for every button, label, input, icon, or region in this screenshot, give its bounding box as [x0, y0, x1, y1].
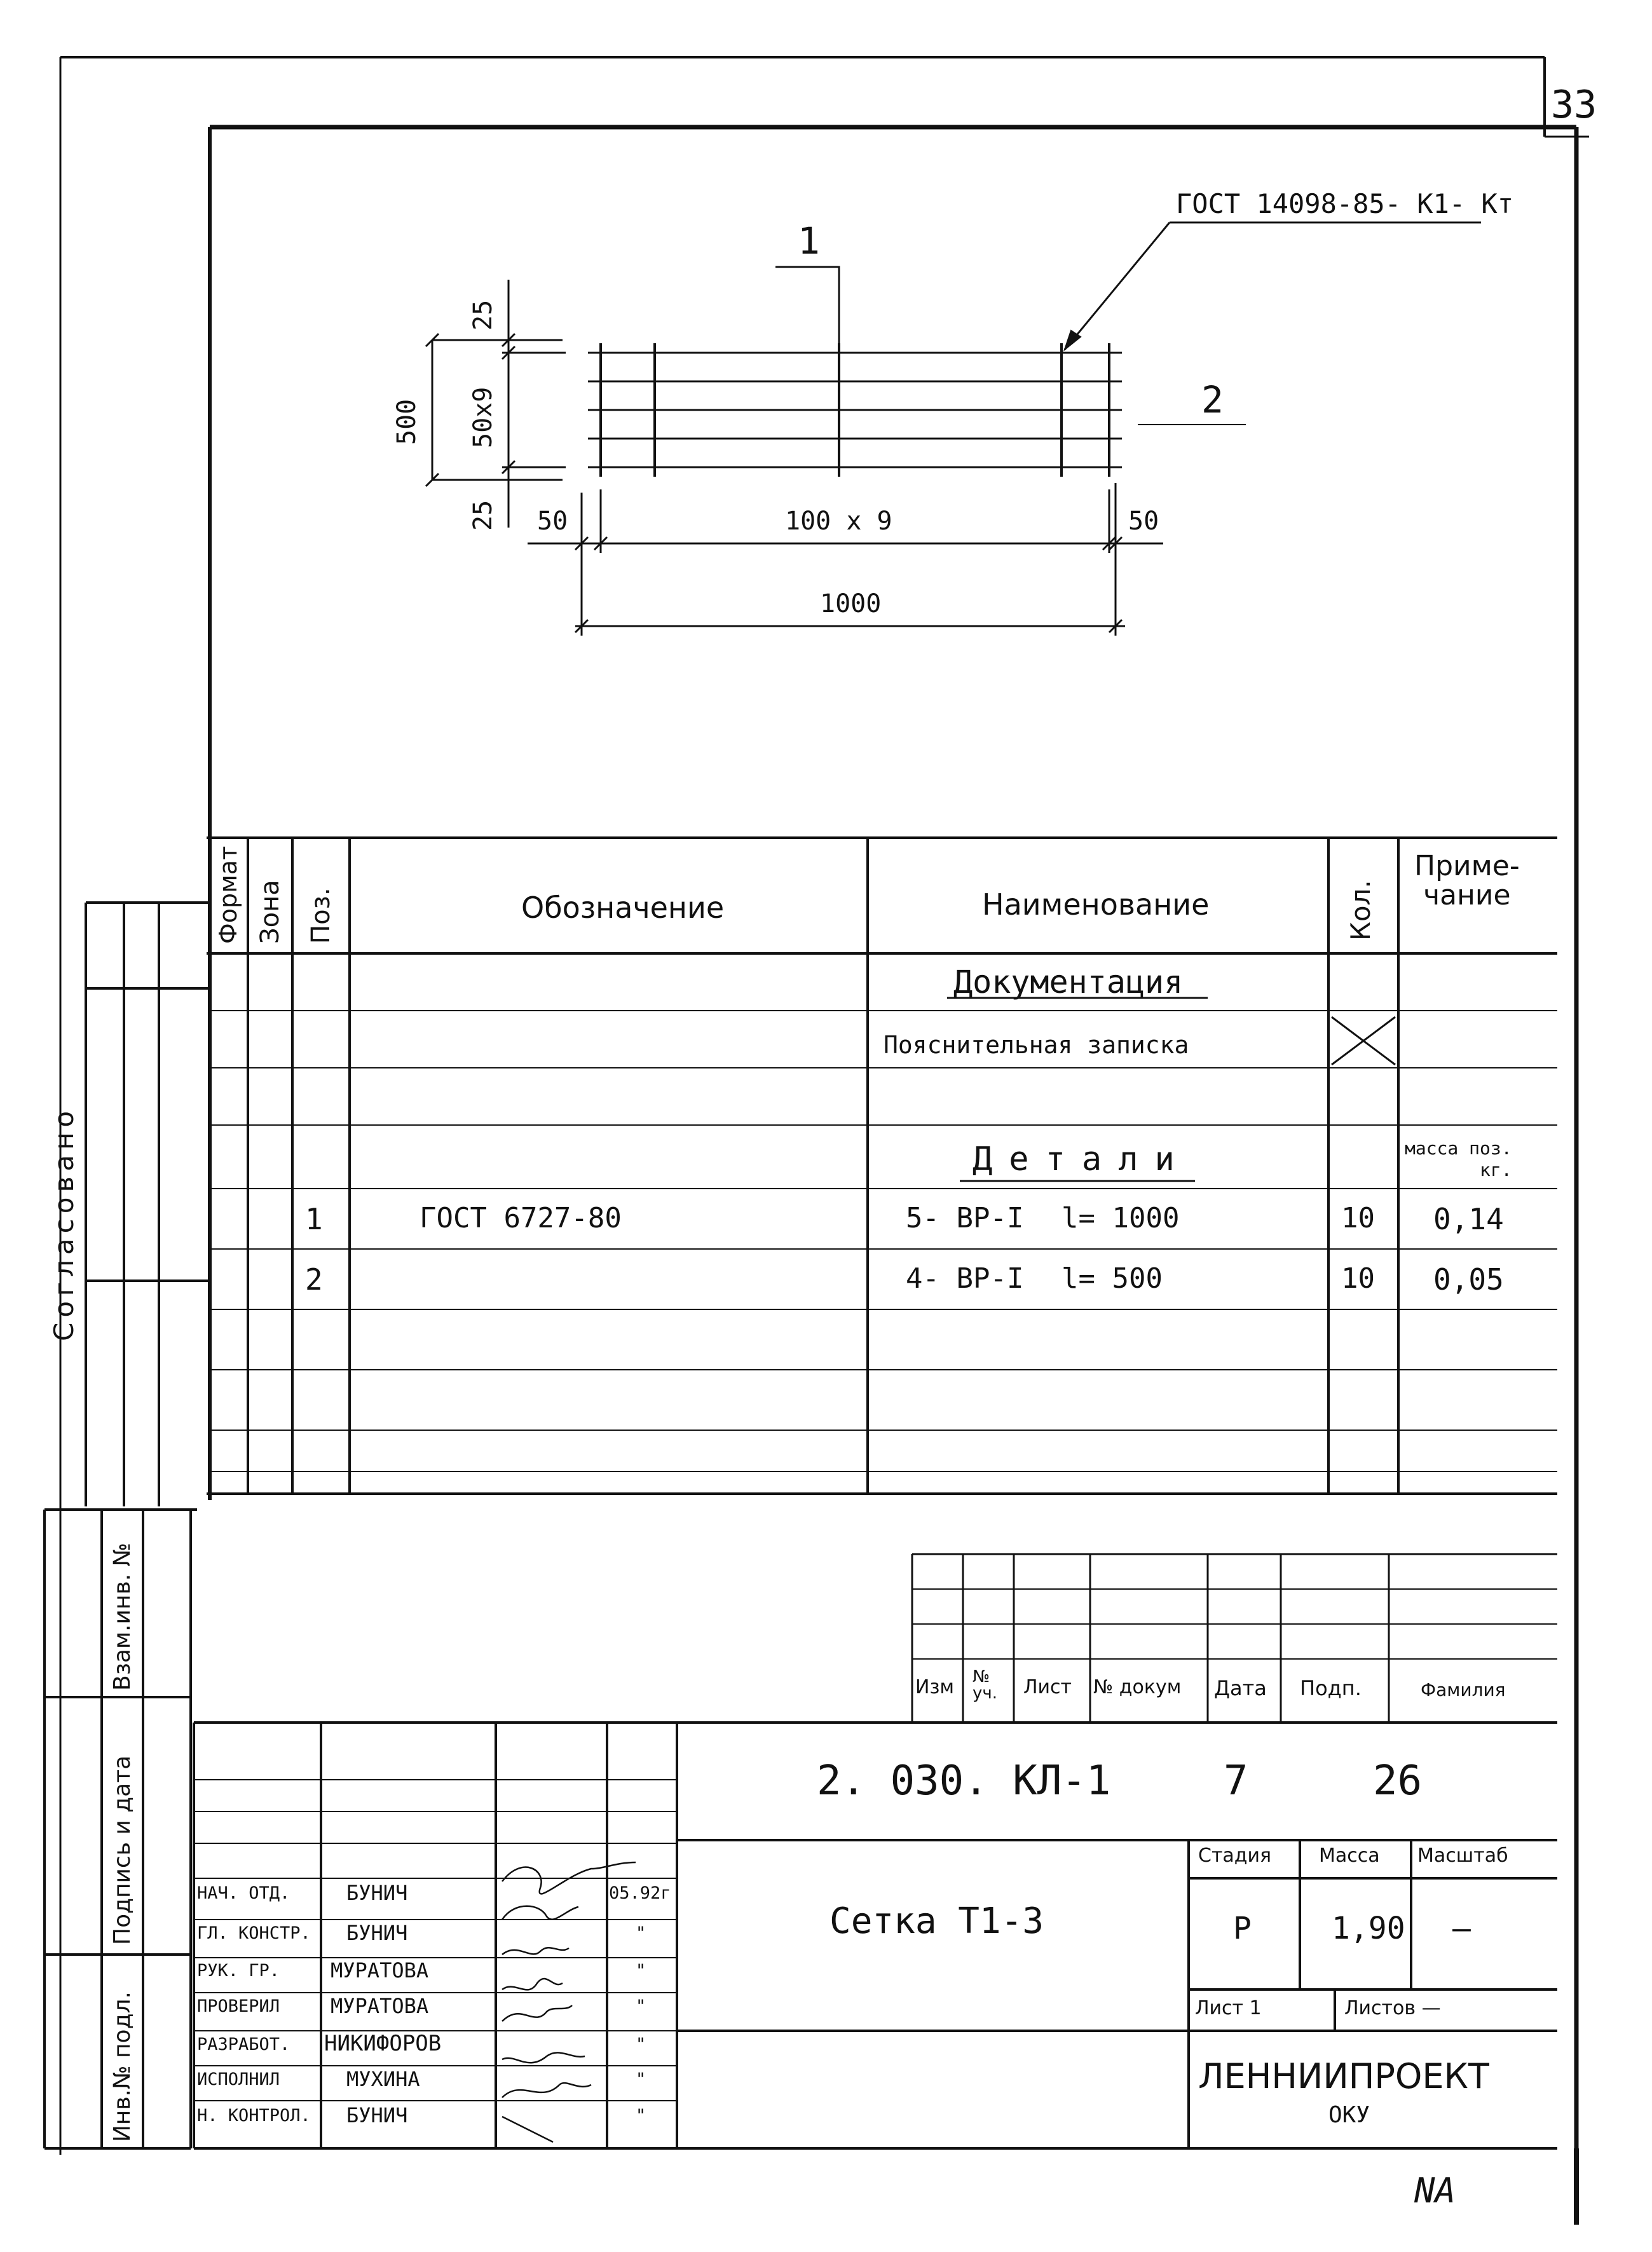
sheet-label: Лист 1	[1195, 1997, 1262, 2019]
sign-name: МУРАТОВА	[331, 1994, 429, 2018]
header-qty: Кол.	[1345, 880, 1376, 941]
dim-left-offset: 50	[537, 507, 568, 536]
stage-value: Р	[1233, 1911, 1252, 1946]
document-code-num1: 7	[1224, 1757, 1248, 1805]
sign-role: РУК. ГР.	[197, 1961, 280, 1981]
dim-inner-vertical: 50x9	[468, 386, 498, 448]
dim-total-vertical: 500	[392, 399, 421, 445]
mass-value: 1,90	[1332, 1911, 1405, 1946]
row2-name-b: l= 500	[1062, 1262, 1163, 1295]
department-name: ОКУ	[1328, 2102, 1370, 2128]
rev-header-change: Изм	[915, 1676, 955, 1698]
sheets-label: Листов —	[1344, 1997, 1441, 2019]
sheet-number: 33	[1551, 83, 1597, 127]
dim-top-offset: 25	[468, 299, 498, 331]
header-pos: Поз.	[306, 887, 336, 944]
sign-date: "	[636, 1923, 646, 1943]
row1-pos: 1	[305, 1202, 323, 1236]
gost-leader-label: ГОСТ 14098-85- К1- Кт	[1176, 188, 1514, 219]
header-designation: Обозначение	[521, 891, 725, 925]
section-parts: Детали	[973, 1140, 1191, 1178]
sign-role: ГЛ. КОНСТР.	[197, 1923, 311, 1943]
sign-date: "	[636, 1996, 646, 2016]
document-code-num2: 26	[1373, 1757, 1423, 1805]
sign-name: МУХИНА	[346, 2067, 420, 2091]
sign-name: БУНИЧ	[346, 1921, 408, 1945]
row2-pos: 2	[305, 1262, 323, 1297]
rev-header-section: № уч.	[973, 1667, 998, 1703]
sign-role: Н. КОНТРОЛ.	[197, 2106, 311, 2126]
dim-inner-horizontal: 100 x 9	[785, 507, 892, 536]
sign-date: "	[636, 2070, 646, 2089]
sign-role: ИСПОЛНИЛ	[197, 2070, 280, 2089]
mass-label: Масса	[1319, 1845, 1380, 1867]
header-zone: Зона	[256, 880, 285, 944]
footnote-mark: NA	[1414, 2171, 1456, 2211]
dim-total-horizontal: 1000	[820, 589, 882, 618]
stage-label: Стадия	[1198, 1845, 1272, 1867]
rev-header-date: Дата	[1214, 1676, 1267, 1700]
document-code: 2. 030. КЛ-1	[817, 1757, 1111, 1805]
row1-name-b: l= 1000	[1062, 1202, 1180, 1234]
dim-bottom-offset: 25	[468, 500, 498, 531]
row2-name-a: 4- ВР-I	[906, 1262, 1024, 1295]
rev-header-doc: № докум	[1093, 1676, 1182, 1698]
row2-note: 0,05	[1433, 1262, 1504, 1297]
original-inventory-label: Инв.№ подл.	[109, 1991, 135, 2142]
sign-role: РАЗРАБОТ.	[197, 2035, 290, 2054]
scale-value: —	[1452, 1911, 1471, 1946]
sign-role: НАЧ. ОТД.	[197, 1883, 290, 1903]
sign-date: "	[636, 1961, 646, 1981]
replacement-inventory-label: Взам.инв. №	[109, 1543, 135, 1691]
header-format: Формат	[214, 845, 242, 944]
scale-label: Масштаб	[1417, 1845, 1508, 1867]
header-name: Наименование	[982, 887, 1210, 922]
dim-right-offset: 50	[1128, 507, 1159, 536]
position-1-label: 1	[798, 219, 820, 263]
sign-name: БУНИЧ	[346, 1881, 408, 1905]
row2-qty: 10	[1341, 1262, 1375, 1295]
drawing-title: Сетка Т1-3	[829, 1901, 1044, 1942]
row1-note: 0,14	[1433, 1202, 1504, 1236]
sign-date: "	[636, 2106, 646, 2126]
row1-designation: ГОСТ 6727-80	[420, 1202, 622, 1234]
position-2-label: 2	[1201, 378, 1224, 421]
row1-qty: 10	[1341, 1202, 1375, 1234]
row1-name-a: 5- ВР-I	[906, 1202, 1024, 1234]
rev-header-sheet: Лист	[1023, 1676, 1072, 1698]
signature-date-label: Подпись и дата	[109, 1755, 135, 1945]
sign-name: МУРАТОВА	[331, 1958, 429, 1982]
organization-name: ЛЕННИИПРОЕКТ	[1198, 2056, 1489, 2096]
docs-row-name: Пояснительная записка	[884, 1031, 1189, 1059]
sign-role: ПРОВЕРИЛ	[197, 1996, 280, 2016]
sign-date: "	[636, 2035, 646, 2054]
note-mass-header: масса поз. кг.	[1405, 1138, 1512, 1180]
section-documentation: Документация	[953, 964, 1184, 1000]
header-note: Приме- чание	[1414, 850, 1520, 912]
sign-name: НИКИФОРОВ	[324, 2031, 442, 2056]
rev-header-sign: Подп.	[1300, 1676, 1362, 1700]
sign-name: БУНИЧ	[346, 2103, 408, 2127]
rev-header-surname: Фамилия	[1421, 1679, 1506, 1700]
sign-date: 05.92г	[609, 1883, 671, 1903]
agreed-label: Согласовано	[48, 1105, 79, 1341]
